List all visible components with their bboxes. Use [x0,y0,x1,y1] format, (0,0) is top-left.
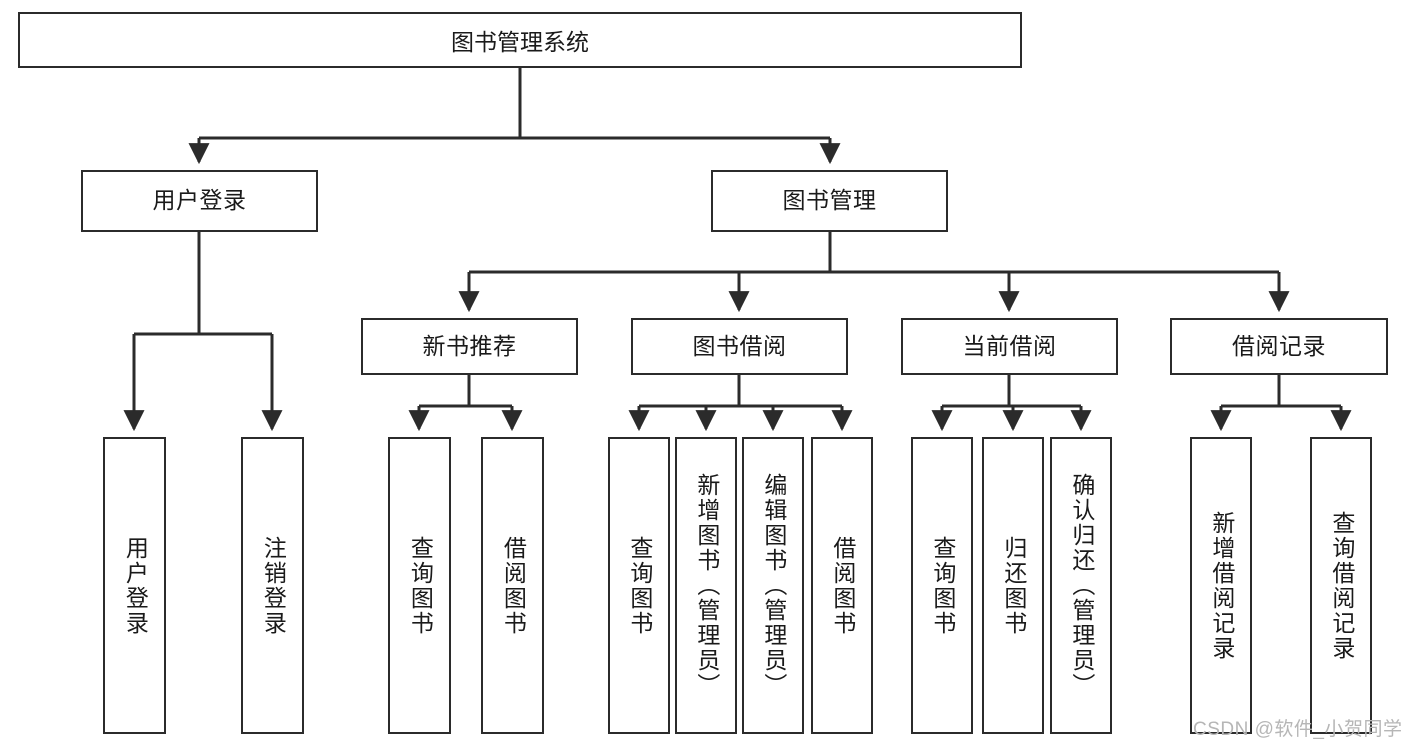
leaf-add-book-label: 新增图书（管理员） [693,473,720,698]
node-user-login[interactable]: 用户登录 [81,170,318,232]
node-book-borrow-label: 图书借阅 [692,332,787,359]
leaf-return-book[interactable]: 归还图书 [982,437,1044,734]
leaf-return-book-label: 归还图书 [1000,535,1027,636]
node-borrow-record-label: 借阅记录 [1232,332,1326,359]
node-new-book-recommend[interactable]: 新书推荐 [361,318,578,375]
leaf-query-book-3[interactable]: 查询图书 [911,437,973,734]
leaf-add-book[interactable]: 新增图书（管理员） [675,437,737,734]
leaf-query-book-1[interactable]: 查询图书 [388,437,451,734]
node-user-login-label: 用户登录 [152,187,247,214]
leaf-user-login-label: 用户登录 [122,535,149,636]
leaf-edit-book[interactable]: 编辑图书（管理员） [742,437,804,734]
node-new-book-recommend-label: 新书推荐 [422,332,517,359]
node-current-borrow-label: 当前借阅 [962,332,1057,359]
node-book-management[interactable]: 图书管理 [711,170,948,232]
csdn-watermark: CSDN @软件_小贺同学 [1193,719,1403,740]
leaf-borrow-book-1-label: 借阅图书 [500,535,527,636]
leaf-query-book-1-label: 查询图书 [407,535,434,636]
node-borrow-record[interactable]: 借阅记录 [1170,318,1388,375]
leaf-query-book-2-label: 查询图书 [626,535,653,636]
leaf-query-record-label: 查询借阅记录 [1328,510,1355,661]
node-root[interactable]: 图书管理系统 [18,12,1022,68]
leaf-confirm-return[interactable]: 确认归还（管理员） [1050,437,1112,734]
leaf-logout[interactable]: 注销登录 [241,437,304,734]
leaf-add-record-label: 新增借阅记录 [1208,510,1235,661]
leaf-add-record[interactable]: 新增借阅记录 [1190,437,1252,734]
leaf-borrow-book-1[interactable]: 借阅图书 [481,437,544,734]
node-current-borrow[interactable]: 当前借阅 [901,318,1118,375]
leaf-logout-label: 注销登录 [260,535,287,636]
leaf-edit-book-label: 编辑图书（管理员） [760,473,787,698]
node-root-label: 图书管理系统 [451,29,589,55]
leaf-query-book-2[interactable]: 查询图书 [608,437,670,734]
leaf-query-book-3-label: 查询图书 [929,535,956,636]
leaf-borrow-book-2[interactable]: 借阅图书 [811,437,873,734]
node-book-borrow[interactable]: 图书借阅 [631,318,848,375]
leaf-user-login[interactable]: 用户登录 [103,437,166,734]
leaf-confirm-return-label: 确认归还（管理员） [1068,473,1095,698]
leaf-query-record[interactable]: 查询借阅记录 [1310,437,1372,734]
node-book-management-label: 图书管理 [782,187,877,214]
leaf-borrow-book-2-label: 借阅图书 [829,535,856,636]
